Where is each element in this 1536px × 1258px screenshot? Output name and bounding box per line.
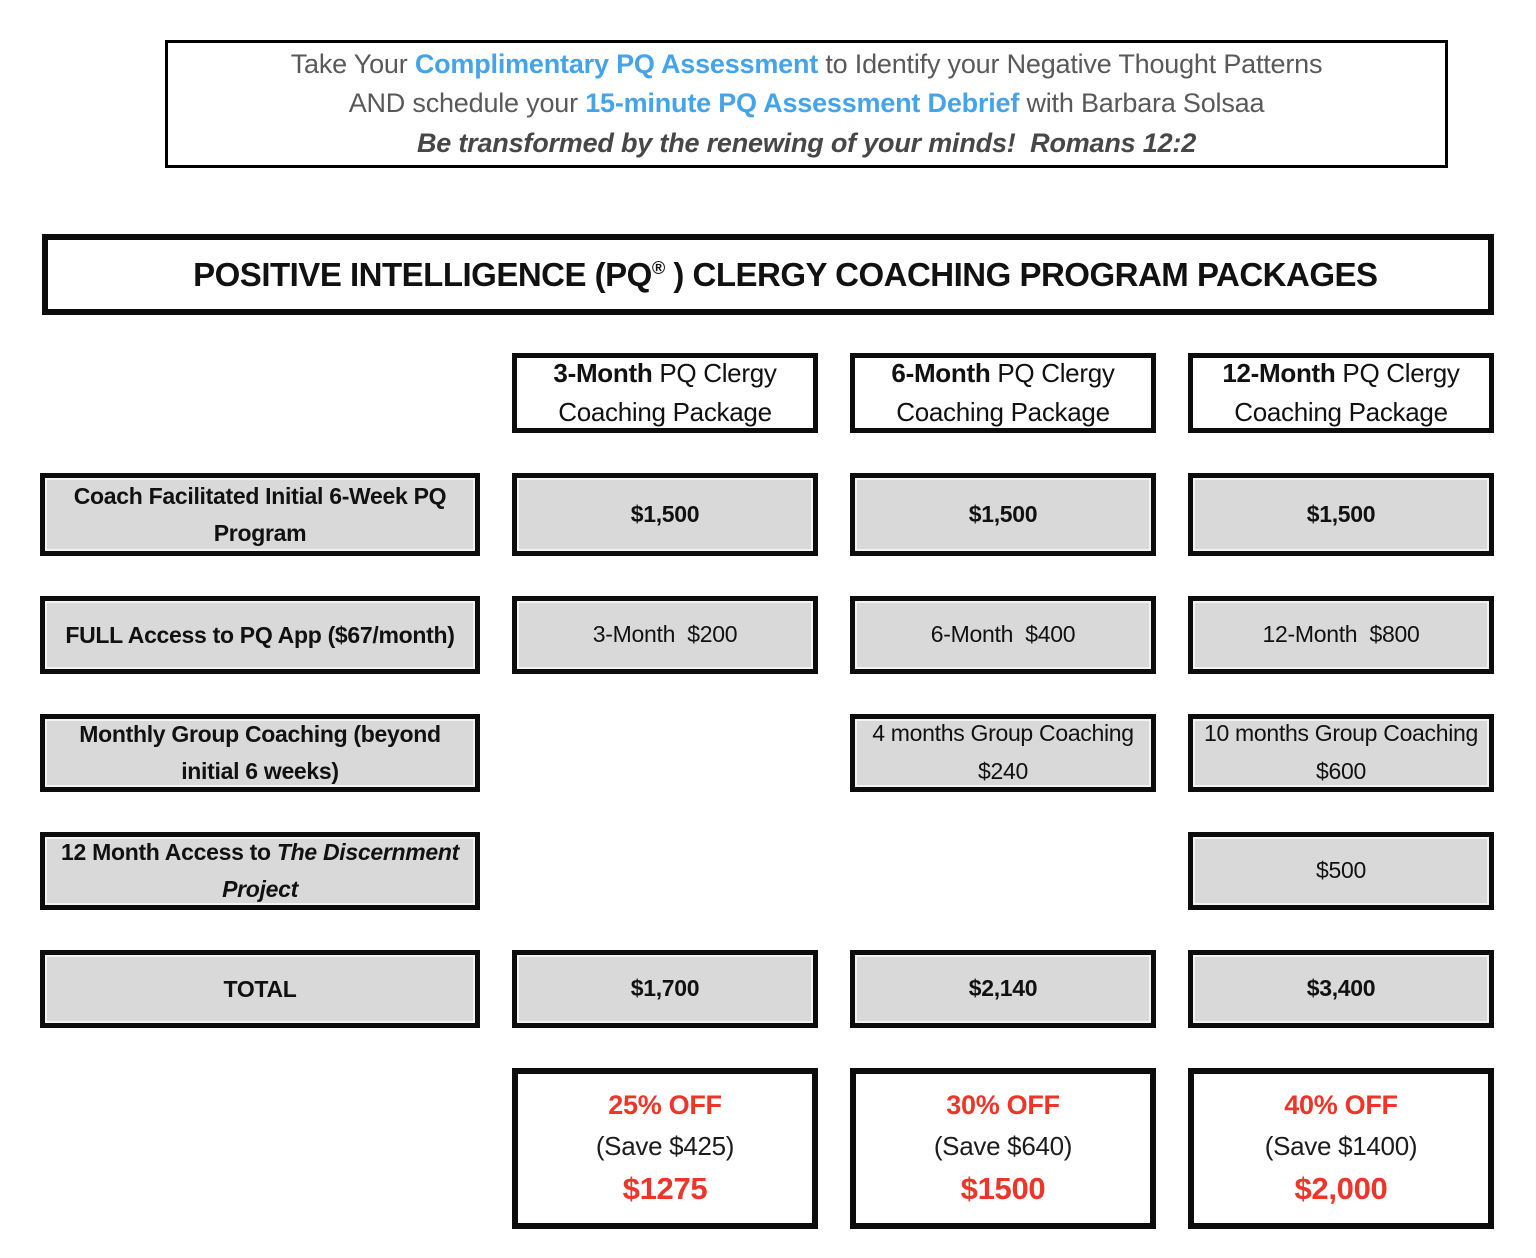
discount-box-12-month: 40% OFF (Save $1400) $2,000 [1188, 1068, 1494, 1229]
row-label-total: TOTAL [40, 950, 480, 1028]
discount-save-6-month: (Save $640) [933, 1130, 1073, 1161]
registered-trademark-symbol: ® [651, 257, 665, 278]
row-label-coach-program: Coach Facilitated Initial 6-Week PQ Prog… [40, 473, 480, 556]
discount-price-3-month: $1275 [622, 1171, 708, 1207]
discount-price-12-month: $2,000 [1294, 1171, 1388, 1207]
banner-line1-post: to Identify your Negative Thought Patter… [818, 49, 1323, 80]
column-header-12-month-text: 12-Month PQ Clergy Coaching Package [1203, 354, 1479, 432]
banner-line-2: AND schedule your 15-minute PQ Assessmen… [349, 84, 1265, 123]
discount-percent-12-month: 40% OFF [1284, 1089, 1398, 1120]
banner-line2-post: with Barbara Solsaa [1019, 88, 1265, 119]
period-12-month: 12-Month [1222, 358, 1336, 388]
row-label-discernment-project: 12 Month Access to The Discernment Proje… [40, 832, 480, 910]
discount-box-6-month: 30% OFF (Save $640) $1500 [850, 1068, 1156, 1229]
coach-program-price-12-month: $1,500 [1188, 473, 1494, 556]
pq-assessment-debrief-link[interactable]: 15-minute PQ Assessment Debrief [585, 88, 1020, 119]
header-rest-6-month: PQ Clergy Coaching Package [896, 358, 1115, 427]
title-text-pre: POSITIVE INTELLIGENCE (PQ [193, 255, 652, 293]
total-price-6-month: $2,140 [850, 950, 1156, 1028]
discount-save-12-month: (Save $1400) [1264, 1130, 1418, 1161]
pq-app-price-3-month: 3-Month $200 [512, 596, 818, 674]
complimentary-pq-assessment-link[interactable]: Complimentary PQ Assessment [414, 49, 819, 80]
title-text-post: ) CLERGY COACHING PROGRAM PACKAGES [664, 255, 1378, 293]
row-label-group-coaching: Monthly Group Coaching (beyond initial 6… [40, 714, 480, 792]
column-header-6-month-text: 6-Month PQ Clergy Coaching Package [865, 354, 1141, 432]
header-rest-3-month: PQ Clergy Coaching Package [558, 358, 777, 427]
coach-program-price-3-month: $1,500 [512, 473, 818, 556]
column-header-3-month-text: 3-Month PQ Clergy Coaching Package [527, 354, 803, 432]
column-header-12-month: 12-Month PQ Clergy Coaching Package [1188, 353, 1494, 433]
pricing-table: 3-Month PQ Clergy Coaching Package 6-Mon… [40, 353, 1494, 1229]
page-title: POSITIVE INTELLIGENCE (PQ® ) CLERGY COAC… [158, 218, 1378, 332]
column-header-6-month: 6-Month PQ Clergy Coaching Package [850, 353, 1156, 433]
discernment-label-text: 12 Month Access to The Discernment Proje… [53, 834, 467, 908]
banner-line1-pre: Take Your [290, 49, 415, 80]
discernment-label-pre: 12 Month Access to [61, 839, 277, 866]
row-label-pq-app-access: FULL Access to PQ App ($67/month) [40, 596, 480, 674]
group-coaching-price-12-month: 10 months Group Coaching $600 [1188, 714, 1494, 792]
discount-percent-3-month: 25% OFF [608, 1089, 722, 1120]
discernment-label-italic: The Discernment Project [222, 839, 459, 902]
pq-app-price-6-month: 6-Month $400 [850, 596, 1156, 674]
promo-banner: Take Your Complimentary PQ Assessment to… [165, 40, 1448, 168]
discount-percent-6-month: 30% OFF [946, 1089, 1060, 1120]
program-title-box: POSITIVE INTELLIGENCE (PQ® ) CLERGY COAC… [42, 234, 1494, 315]
discount-box-3-month: 25% OFF (Save $425) $1275 [512, 1068, 818, 1229]
header-rest-12-month: PQ Clergy Coaching Package [1234, 358, 1460, 427]
period-6-month: 6-Month [891, 358, 991, 388]
pq-app-price-12-month: 12-Month $800 [1188, 596, 1494, 674]
total-price-3-month: $1,700 [512, 950, 818, 1028]
discernment-price-12-month: $500 [1188, 832, 1494, 910]
discount-save-3-month: (Save $425) [595, 1130, 735, 1161]
period-3-month: 3-Month [553, 358, 653, 388]
discount-price-6-month: $1500 [960, 1171, 1046, 1207]
coach-program-price-6-month: $1,500 [850, 473, 1156, 556]
group-coaching-price-6-month: 4 months Group Coaching $240 [850, 714, 1156, 792]
total-price-12-month: $3,400 [1188, 950, 1494, 1028]
column-header-3-month: 3-Month PQ Clergy Coaching Package [512, 353, 818, 433]
banner-line2-pre: AND schedule your [348, 88, 586, 119]
banner-scripture-line: Be transformed by the renewing of your m… [416, 127, 1197, 158]
banner-line-1: Take Your Complimentary PQ Assessment to… [291, 45, 1323, 84]
